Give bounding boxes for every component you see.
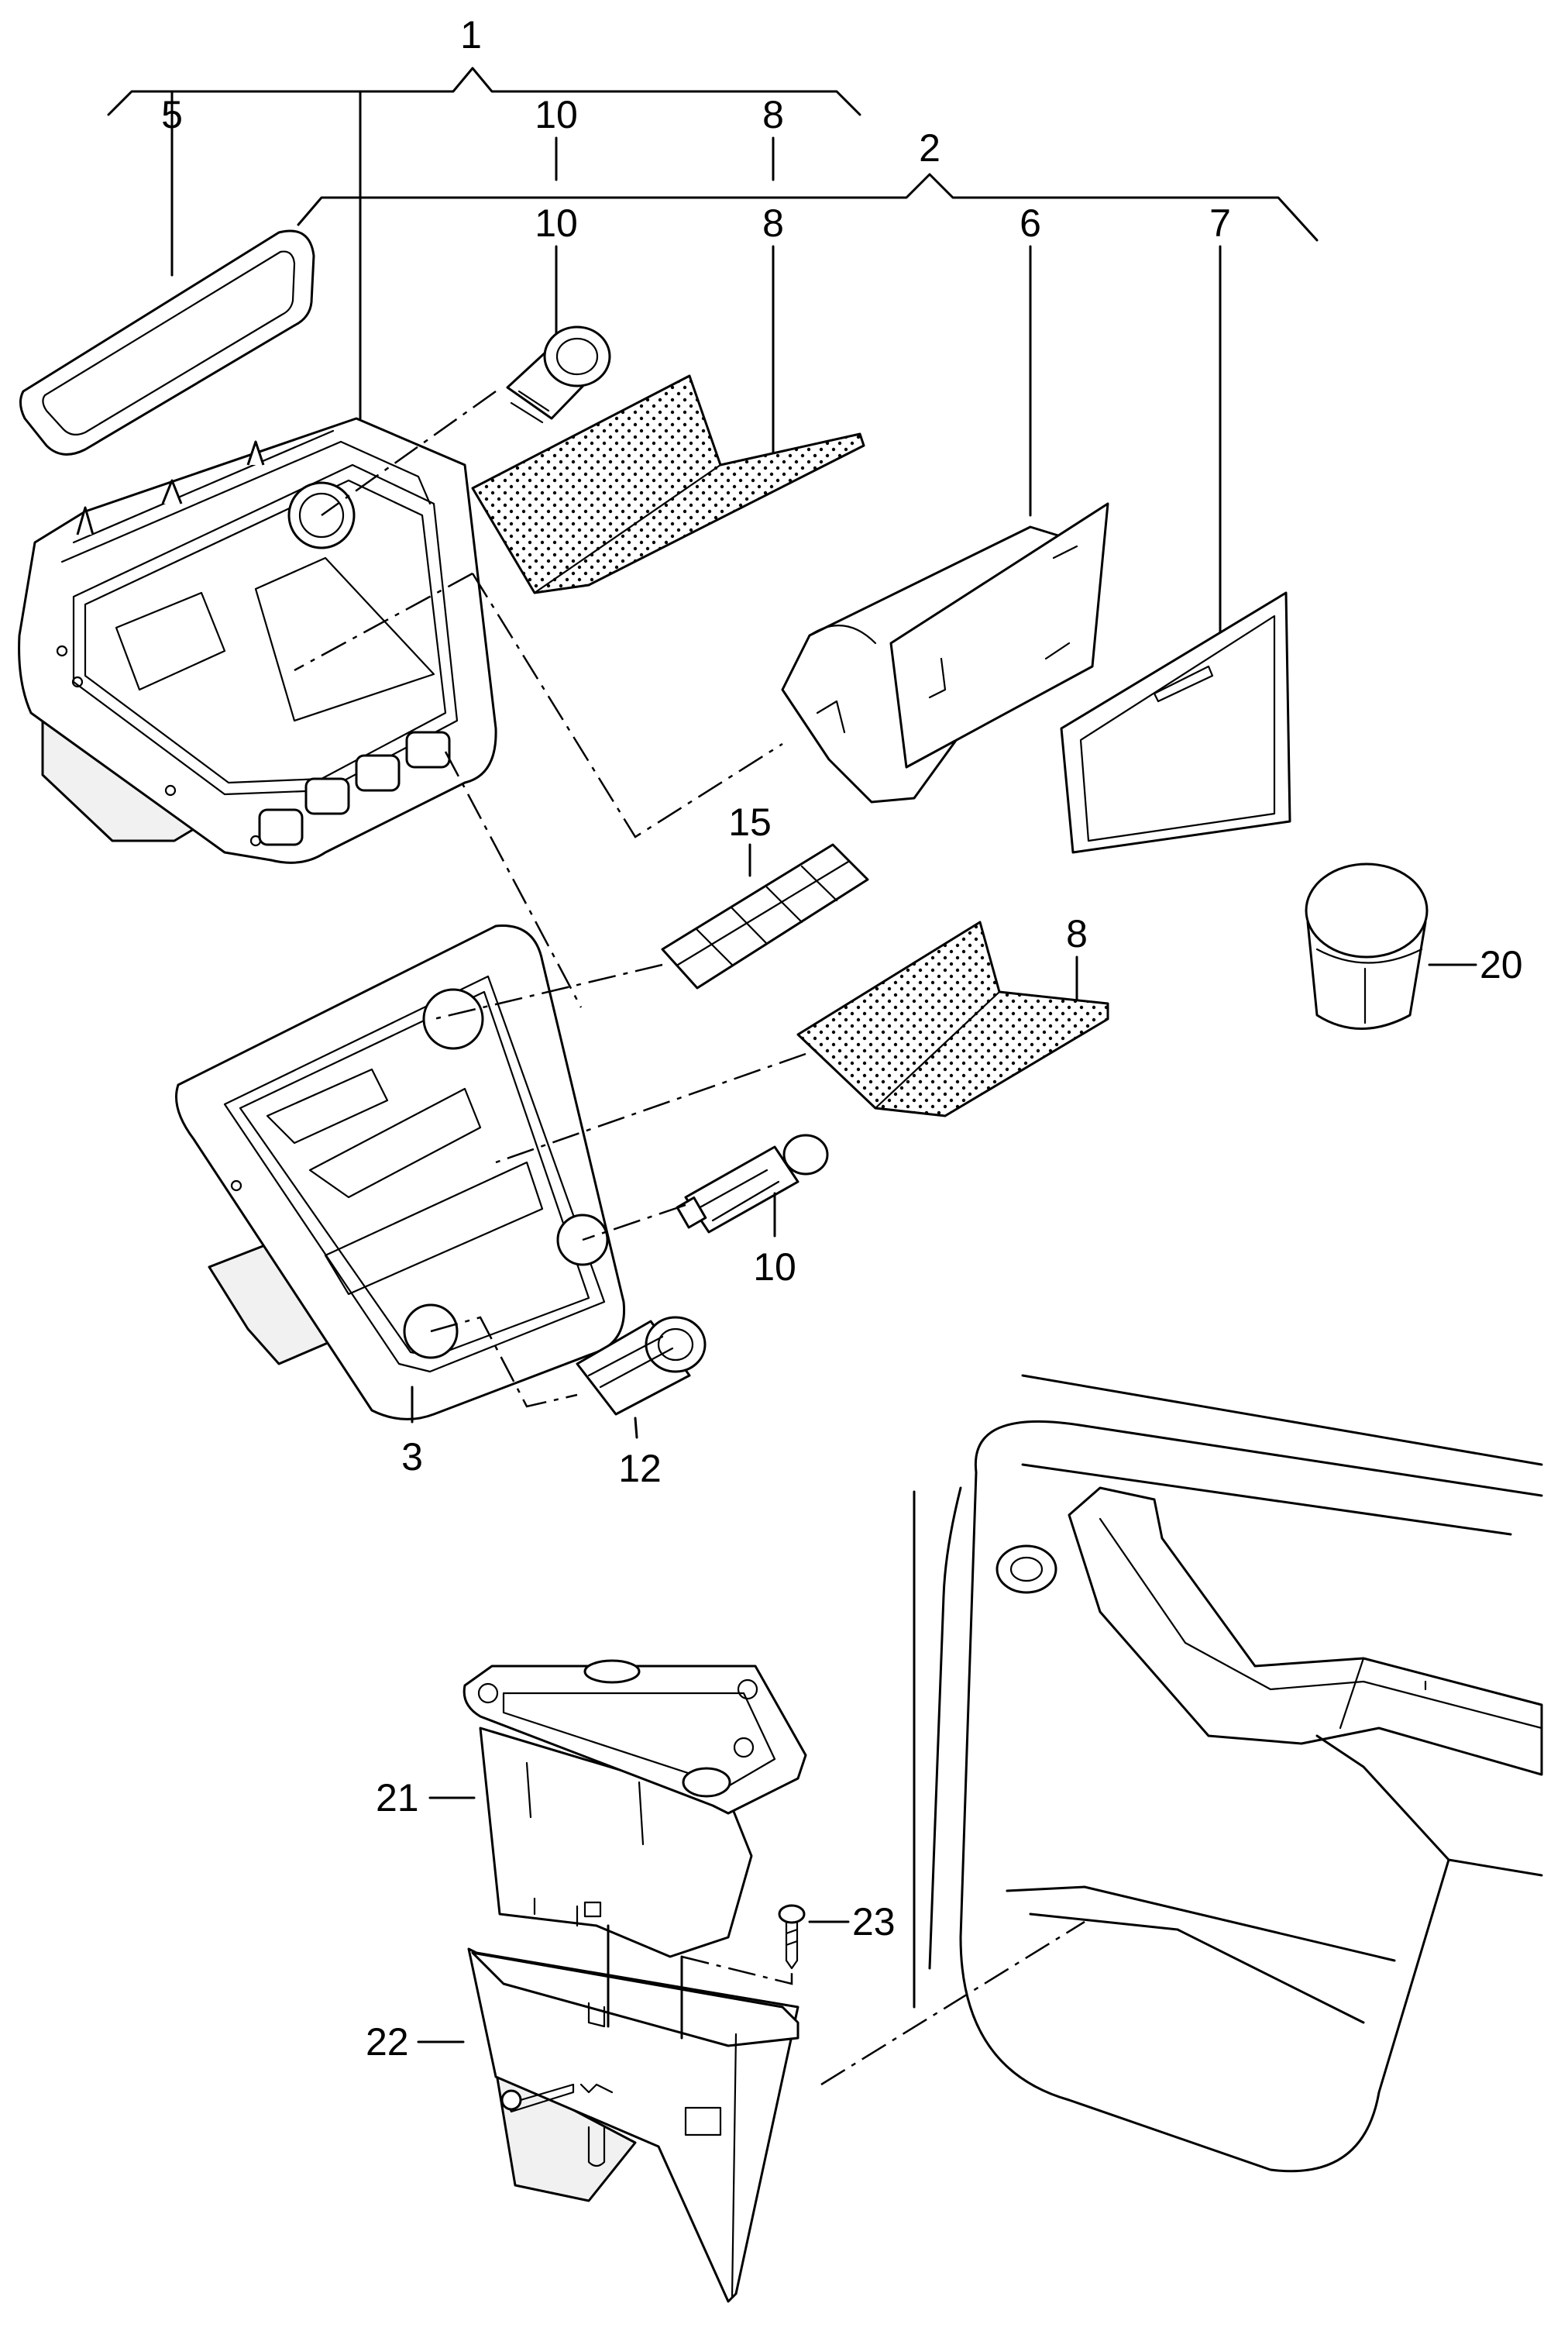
callout-15: 15	[728, 800, 772, 844]
callout-8-b: 8	[762, 201, 784, 245]
callout-8-a: 8	[762, 93, 784, 136]
callout-10-c: 10	[753, 1245, 796, 1289]
part-23-screw	[778, 1904, 806, 1970]
callout-3: 3	[401, 1435, 423, 1479]
callout-22: 22	[366, 2020, 409, 2064]
assembly-lines	[294, 390, 806, 1408]
part-8-mat-top	[471, 374, 865, 594]
part-21-bin-insert	[462, 1659, 807, 1958]
callout-12: 12	[618, 1447, 662, 1490]
part-22-bin	[467, 1947, 799, 2303]
part-3-console-housing	[175, 924, 626, 1420]
door-panel	[913, 1374, 1543, 2173]
callout-labels: 1 5 10 8 2 10 8 6 7 15 8 20 10 3 12 21 2…	[161, 13, 1523, 2064]
callout-20: 20	[1480, 943, 1523, 986]
part-5-trim-frame	[19, 229, 315, 456]
callout-7: 7	[1209, 201, 1231, 245]
callout-23: 23	[852, 1900, 896, 1943]
callout-5: 5	[161, 93, 183, 136]
callout-1: 1	[460, 13, 482, 57]
callout-leaders	[170, 136, 1078, 2043]
part-7-lid-panel	[1060, 591, 1291, 854]
part-1-console-housing	[18, 417, 497, 864]
callout-10-a: 10	[535, 93, 578, 136]
assembly-lines-bin	[607, 1924, 793, 2040]
part-10-socket-top	[506, 325, 611, 424]
part-20-cup-holder	[1305, 862, 1429, 1030]
part-15-switch-block	[661, 843, 869, 990]
part-10-socket-middle	[676, 1134, 829, 1234]
callout-6: 6	[1020, 201, 1041, 245]
group-bracket-2	[297, 173, 1319, 633]
part-6-storage-box	[781, 502, 1109, 804]
callout-8-c: 8	[1066, 912, 1088, 955]
part-12-socket	[576, 1316, 707, 1416]
callout-21: 21	[376, 1776, 419, 1820]
callout-2: 2	[919, 126, 940, 170]
part-8-mat-middle	[796, 921, 1109, 1117]
callout-10-b: 10	[535, 201, 578, 245]
